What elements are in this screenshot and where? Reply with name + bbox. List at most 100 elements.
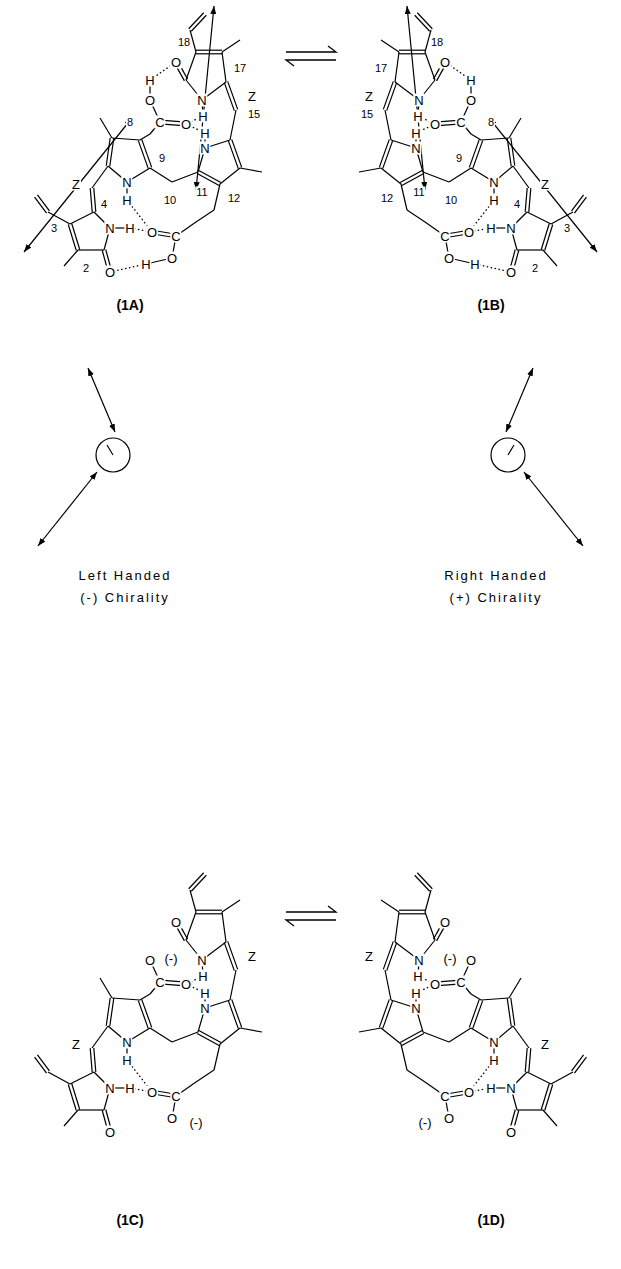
dipole-arrow <box>407 6 425 190</box>
atom-label: (-) <box>443 952 458 965</box>
atom-label: C <box>170 230 181 243</box>
atom-label: N <box>196 94 207 107</box>
chirality-label: (-) Chirality <box>79 591 171 604</box>
atom-label: N <box>410 1002 421 1015</box>
structure-label: (1B) <box>476 298 505 312</box>
chemical-bond <box>199 170 221 182</box>
chemical-bond <box>72 1083 80 1109</box>
atom-label: N <box>104 1082 115 1095</box>
chemical-bond <box>186 52 196 80</box>
atom-label: O <box>166 252 178 265</box>
atom-label: Z <box>364 90 374 103</box>
atom-label: O <box>429 118 441 131</box>
position-number: 11 <box>195 187 208 198</box>
chemical-bond <box>541 223 549 249</box>
axis-circle <box>491 438 525 472</box>
atom-label: Z <box>540 178 550 191</box>
molecule-1d <box>359 873 586 1133</box>
chemical-bond <box>68 225 76 251</box>
atom-label: N <box>121 176 132 189</box>
dipole-arrow <box>196 6 214 190</box>
position-number: 17 <box>233 63 247 74</box>
atom-label: N <box>121 1036 132 1049</box>
atom-label: C <box>439 230 450 243</box>
chemical-bond <box>513 1026 529 1048</box>
equilibrium-arrow <box>286 46 336 66</box>
atom-label: H <box>199 127 210 140</box>
atom-label: N <box>413 94 424 107</box>
atom-label: O <box>465 954 477 967</box>
chemical-bond <box>94 188 96 212</box>
atom-label: Z <box>71 178 81 191</box>
atom-label: O <box>463 1086 475 1099</box>
position-number: 10 <box>444 195 458 206</box>
chemical-bond <box>196 50 222 51</box>
atom-label: C <box>439 1090 450 1103</box>
atom-label: N <box>199 142 210 155</box>
chemical-bond <box>90 188 92 212</box>
chemical-bond <box>228 141 238 169</box>
atom-label: N <box>505 1082 516 1095</box>
dipole-arrow <box>489 118 597 252</box>
chemical-bond <box>186 912 196 940</box>
atom-label: H <box>124 222 135 235</box>
transition-moment-arrow <box>524 472 583 546</box>
forward-arrow <box>286 46 336 52</box>
chemical-bond <box>78 1109 104 1110</box>
reverse-arrow <box>286 920 336 926</box>
chemical-bond <box>92 1026 108 1048</box>
position-number: 4 <box>100 199 108 210</box>
chemical-bond <box>551 1072 573 1084</box>
chemical-bond <box>78 249 104 250</box>
reverse-arrow <box>286 60 336 66</box>
chemical-bond <box>517 1109 543 1110</box>
atom-label: O <box>463 226 475 239</box>
chemical-bond <box>379 139 389 167</box>
axis-tick <box>508 445 514 455</box>
chemical-bond <box>527 212 551 224</box>
chemical-bond <box>72 223 80 249</box>
chemical-bond <box>543 1110 557 1126</box>
atom-label: H <box>197 110 208 123</box>
chemical-bond <box>401 184 407 210</box>
chirality-sketch <box>491 368 583 546</box>
chemical-bond <box>381 900 399 912</box>
chemical-bond <box>449 168 471 182</box>
atom-label: O <box>465 94 477 107</box>
chemical-bond <box>359 168 381 172</box>
atom-label: (-) <box>164 952 179 965</box>
chemical-bond <box>172 1032 198 1042</box>
chemical-bond <box>196 913 222 914</box>
chemical-bond <box>415 15 430 31</box>
chemical-bond <box>399 913 425 914</box>
atom-label: (-) <box>418 1116 433 1129</box>
chemical-bond <box>509 978 521 998</box>
chemical-bond <box>529 1048 531 1072</box>
atom-label: O <box>146 226 158 239</box>
chemical-bond <box>189 873 204 889</box>
chemical-bond <box>196 1070 214 1082</box>
chemical-bond <box>142 139 152 167</box>
chemical-bond <box>525 188 527 212</box>
chemical-bond <box>473 141 483 169</box>
chemical-bond <box>35 197 47 213</box>
chemical-bond <box>240 168 262 172</box>
atom-label: H <box>485 222 496 235</box>
molecule-1c <box>35 873 262 1133</box>
chemical-bond <box>385 970 391 1000</box>
molecule-1a <box>24 6 262 272</box>
chemical-bond <box>572 1055 584 1071</box>
position-number: 3 <box>50 223 58 234</box>
chemical-bond <box>220 168 240 184</box>
structure-label: (1A) <box>115 298 144 312</box>
chemical-bond <box>507 998 511 1026</box>
chemical-bond <box>172 172 198 182</box>
atom-label: H <box>410 987 421 1000</box>
chemical-bond <box>222 52 226 82</box>
chemical-bond <box>222 900 240 912</box>
atom-label: H <box>197 970 208 983</box>
chemical-bond <box>481 998 509 1000</box>
chemical-bond <box>106 138 110 166</box>
